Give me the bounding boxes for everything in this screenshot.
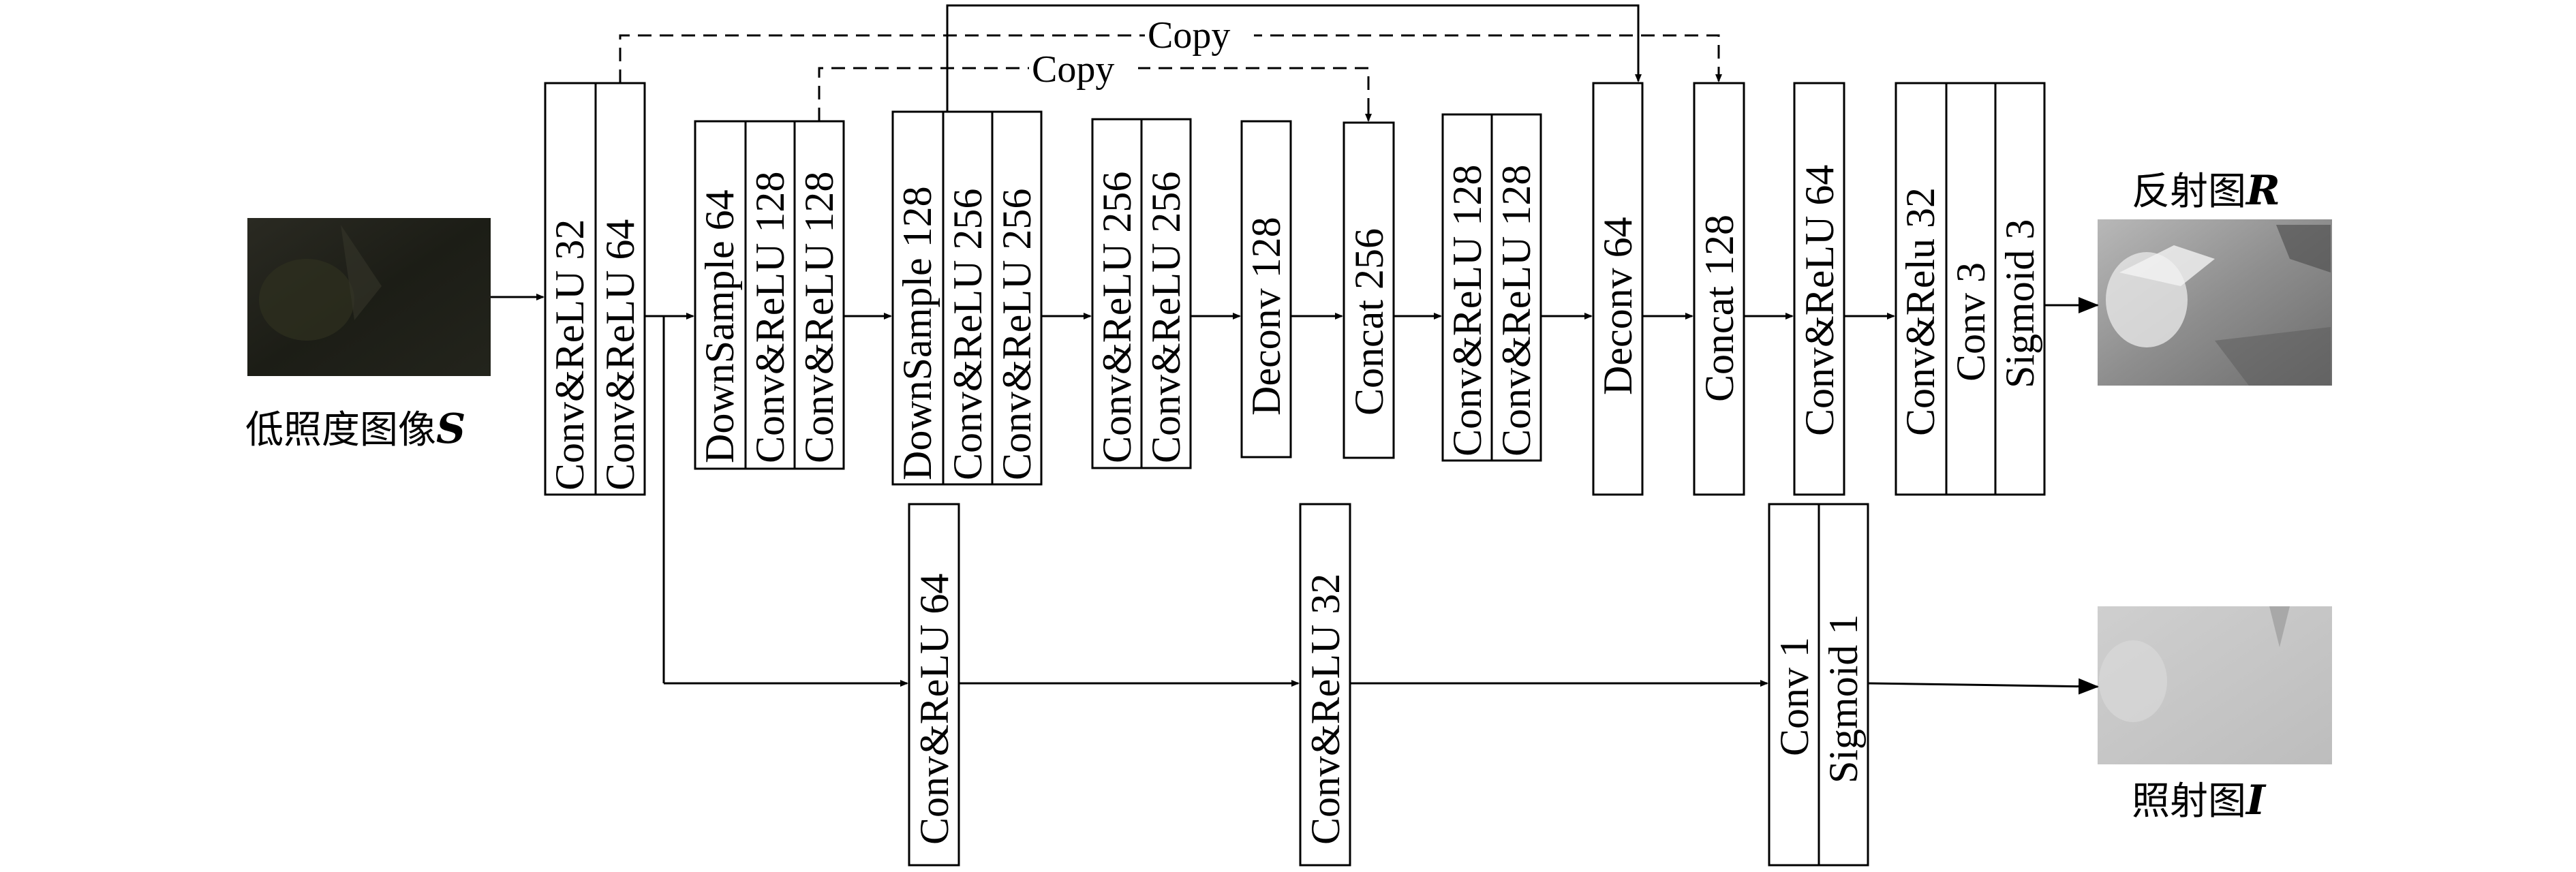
skip-connections: Copy Copy [619,4,1722,122]
block-label: Conv&ReLU 64 [912,574,957,845]
copy-label-inner: Copy [1032,48,1114,91]
block-output-head: Conv&Relu 32 Conv 3 Sigmoid 3 [1895,82,2046,496]
block-label: Concat 128 [1697,215,1742,402]
block-label: Conv&ReLU 256 [994,189,1039,480]
block-conv-64: Conv&ReLU 64 [1793,82,1845,496]
block-deconv-64: Deconv 64 [1592,82,1644,496]
block-label: DownSample 128 [895,186,940,480]
illumination-caption: 照射图I [2132,777,2267,824]
block-conv-256: Conv&ReLU 256 Conv&ReLU 256 [1091,118,1192,469]
block-deconv-128: Deconv 128 [1240,120,1292,458]
flow-arrows [491,294,2099,320]
lower-block-conv-64: Conv&ReLU 64 [908,503,960,867]
block-label: Conv&ReLU 32 [1303,574,1348,845]
block-concat-256: Concat 256 [1343,121,1395,459]
lower-branch-lines [662,316,2099,695]
block-label: Conv&ReLU 64 [598,219,643,490]
block-downsample-64: DownSample 64 Conv&ReLU 128 Conv&ReLU 12… [694,120,845,470]
block-label: Sigmoid 1 [1821,614,1866,783]
block-concat-128: Concat 128 [1693,82,1745,496]
block-label: Conv&ReLU 128 [1494,165,1539,456]
block-conv-1: Conv&ReLU 32 Conv&ReLU 64 [544,82,646,496]
block-label: Conv 1 [1772,637,1817,756]
block-label: Conv&ReLU 128 [748,172,793,463]
skip-solid [946,4,1642,112]
block-conv-128: Conv&ReLU 128 Conv&ReLU 128 [1441,113,1542,462]
block-label: Sigmoid 3 [1997,219,2042,388]
input-caption: 低照度图像S [245,405,465,453]
block-label: Conv&ReLU 256 [945,189,990,480]
copy-label-outer: Copy [1148,14,1230,57]
lower-block-conv-32: Conv&ReLU 32 [1299,503,1351,867]
block-label: Concat 256 [1347,228,1392,416]
output-arrow-illumination [1867,678,2099,695]
block-label: Deconv 64 [1595,217,1640,395]
block-label: Conv 3 [1948,262,1993,382]
block-label: Conv&Relu 32 [1898,187,1943,436]
input-image [247,218,491,376]
illumination-image [2098,606,2332,764]
block-label: Conv&ReLU 64 [1797,165,1842,436]
reflectance-image [2098,219,2332,386]
block-label: Conv&ReLU 256 [1144,172,1189,463]
lower-block-conv-sigmoid: Conv 1 Sigmoid 1 [1768,503,1869,867]
block-label: Conv&ReLU 256 [1094,172,1139,463]
block-label: Conv&ReLU 32 [547,219,592,490]
reflectance-caption: 反射图R [2132,167,2280,215]
block-downsample-128: DownSample 128 Conv&ReLU 256 Conv&ReLU 2… [891,110,1043,486]
block-label: Deconv 128 [1244,217,1289,416]
block-label: Conv&ReLU 128 [797,172,842,463]
block-label: DownSample 64 [697,189,742,463]
block-label: Conv&ReLU 128 [1445,165,1490,456]
